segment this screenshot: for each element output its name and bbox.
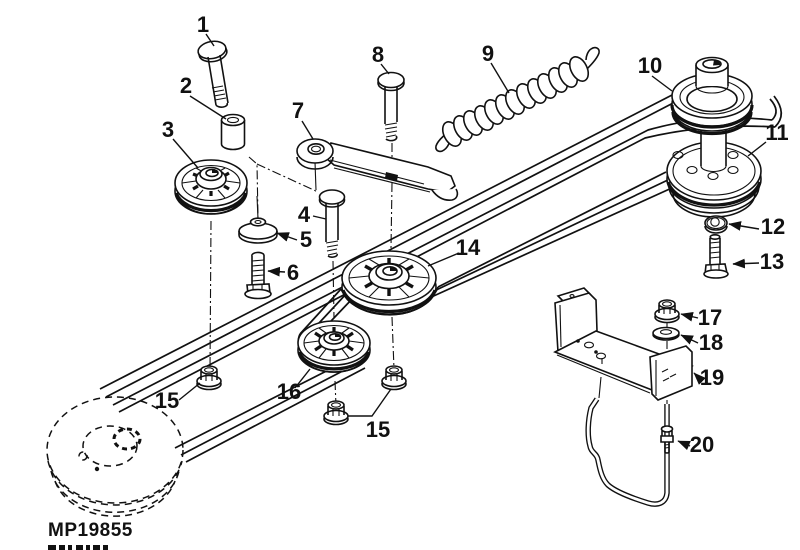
spacer-2	[220, 113, 246, 151]
callout-4: 4	[298, 202, 311, 227]
engine-pulley-phantom	[46, 396, 184, 517]
mounting-bracket-19	[553, 287, 694, 401]
callout-14: 14	[456, 235, 481, 260]
bolt-13	[703, 234, 729, 279]
idler-pulley-14	[341, 250, 437, 316]
bolt-6	[244, 251, 272, 300]
callout-1: 1	[197, 12, 209, 37]
bolt-8	[377, 71, 405, 142]
callout-13: 13	[760, 249, 784, 274]
flange-nut-15a	[196, 365, 222, 391]
extension-spring-9	[435, 46, 600, 153]
centerlines	[209, 143, 668, 424]
drive-belt	[99, 93, 783, 463]
callout-2: 2	[180, 73, 192, 98]
idler-pulley-3	[174, 159, 248, 215]
callout-7: 7	[292, 98, 304, 123]
washer-18	[652, 326, 680, 341]
part-code-label: MP19855	[48, 520, 133, 541]
spindle-pulley-10	[670, 56, 754, 136]
belt-guide-rod	[585, 397, 670, 507]
leader-lines	[172, 33, 767, 451]
idler-arm-7	[296, 138, 459, 201]
callout-19: 19	[700, 365, 724, 390]
flange-nut-17	[654, 299, 680, 324]
callout-10: 10	[638, 53, 662, 78]
cup-washer-5	[238, 195, 278, 244]
idler-pulley-16	[297, 320, 371, 373]
bolt-1	[197, 40, 229, 108]
callout-11: 11	[765, 120, 788, 145]
callout-16: 16	[277, 379, 301, 404]
callout-18: 18	[699, 330, 723, 355]
nut-12	[704, 215, 728, 234]
callout-17: 17	[698, 305, 722, 330]
bolt-4	[318, 189, 346, 258]
callout-9: 9	[482, 41, 494, 66]
callout-3: 3	[162, 117, 174, 142]
callout-8: 8	[372, 42, 384, 67]
callout-6: 6	[287, 260, 299, 285]
clipped-caption-fragment	[48, 545, 108, 550]
callout-15b: 15	[366, 417, 390, 442]
callout-5: 5	[300, 227, 312, 252]
callout-15a: 15	[155, 388, 179, 413]
callout-12: 12	[761, 214, 785, 239]
callout-20: 20	[690, 432, 714, 457]
screw-20	[660, 425, 674, 454]
flange-nut-15b	[323, 400, 349, 426]
flange-nut-15c	[381, 365, 407, 391]
